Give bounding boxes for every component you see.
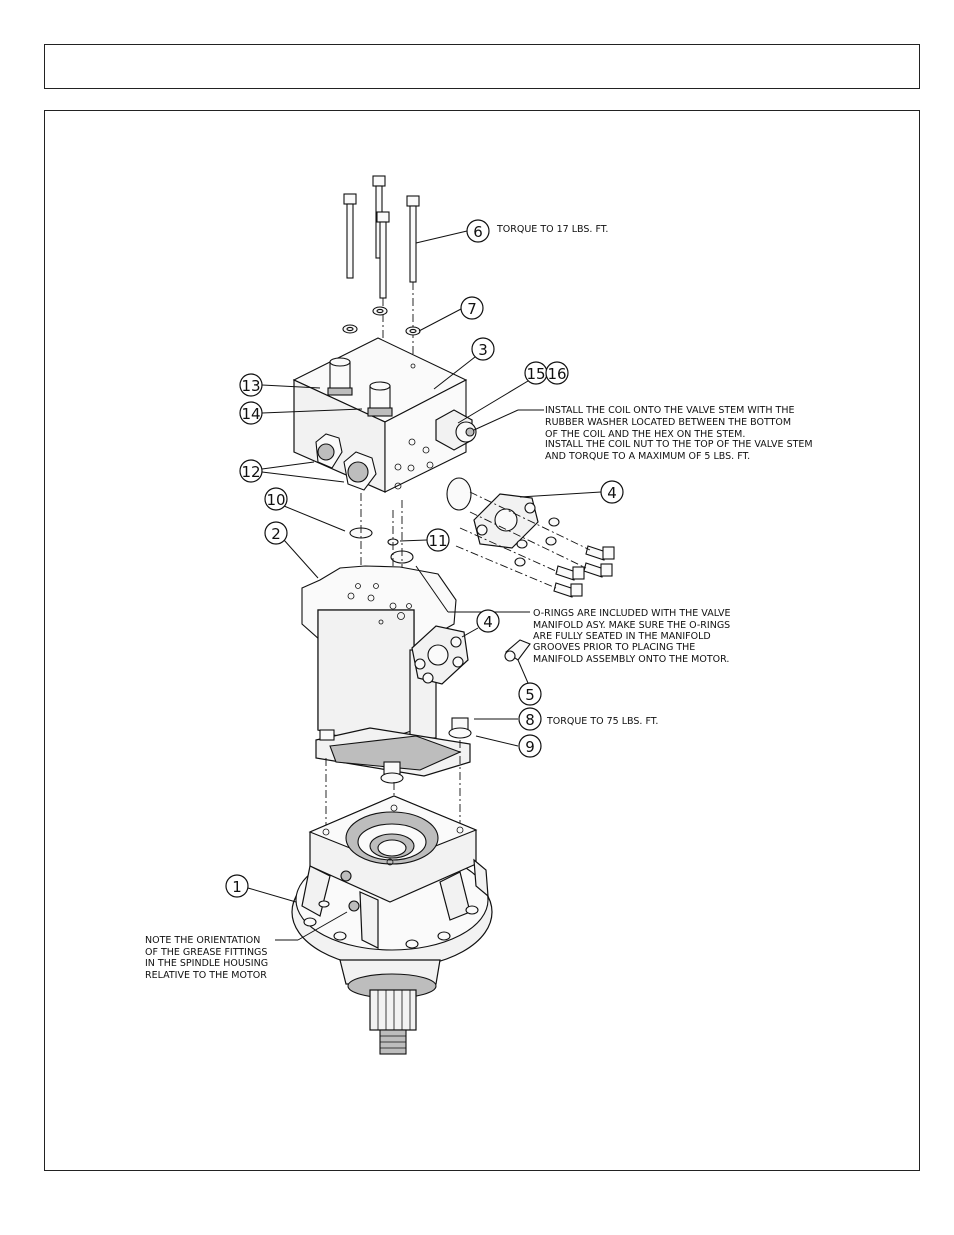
svg-text:O-RINGS ARE INCLUDED WITH THE: O-RINGS ARE INCLUDED WITH THE VALVE (533, 608, 730, 619)
svg-text:OF THE GREASE FITTINGS: OF THE GREASE FITTINGS (145, 947, 267, 958)
motor-2 (301, 565, 531, 830)
callout-11: 11 (426, 528, 450, 552)
callout-14: 14 (239, 401, 263, 425)
bolts-6 (343, 175, 420, 360)
callout-7: 7 (460, 296, 484, 320)
svg-text:2: 2 (271, 525, 281, 543)
flange-4-upper (455, 491, 615, 598)
svg-text:15: 15 (526, 365, 545, 383)
svg-text:11: 11 (428, 532, 447, 550)
callout-6: 6 (466, 219, 490, 243)
header-box (44, 44, 920, 89)
callout-12: 12 (239, 459, 263, 483)
diagram-frame (44, 110, 920, 1171)
svg-text:RELATIVE TO THE MOTOR: RELATIVE TO THE MOTOR (145, 970, 267, 981)
svg-text:TORQUE TO 75 LBS. FT.: TORQUE TO 75 LBS. FT. (546, 716, 658, 727)
svg-text:5: 5 (525, 686, 535, 704)
callout-8: 8 (518, 707, 542, 731)
svg-text:TORQUE TO 17 LBS. FT.: TORQUE TO 17 LBS. FT. (496, 224, 608, 235)
callout-3: 3 (471, 337, 495, 361)
svg-text:6: 6 (473, 223, 483, 241)
svg-text:AND TORQUE TO A MAXIMUM OF 5 L: AND TORQUE TO A MAXIMUM OF 5 LBS. FT. (545, 451, 750, 462)
o-ring (446, 477, 472, 511)
callout-15: 15 (524, 361, 548, 385)
callout-1: 1 (225, 874, 249, 898)
svg-text:MANIFOLD ASSEMBLY ONTO THE MOT: MANIFOLD ASSEMBLY ONTO THE MOTOR. (533, 654, 729, 665)
svg-text:1: 1 (232, 878, 242, 896)
callout-16: 16 (545, 361, 569, 385)
note-torque-bolts: TORQUE TO 17 LBS. FT. (496, 224, 608, 235)
callout-13: 13 (239, 373, 263, 397)
note-grease-fittings: NOTE THE ORIENTATION OF THE GREASE FITTI… (145, 935, 268, 981)
svg-text:ARE FULLY SEATED IN THE MANIFO: ARE FULLY SEATED IN THE MANIFOLD (533, 631, 711, 642)
svg-text:9: 9 (525, 738, 535, 756)
callout-10: 10 (264, 487, 288, 511)
svg-text:RUBBER WASHER LOCATED BETWEEN: RUBBER WASHER LOCATED BETWEEN THE BOTTOM (545, 417, 791, 428)
callout-5: 5 (518, 682, 542, 706)
svg-text:12: 12 (241, 463, 260, 481)
svg-text:8: 8 (525, 711, 535, 729)
note-orings: O-RINGS ARE INCLUDED WITH THE VALVE MANI… (533, 608, 730, 665)
callout-9: 9 (518, 734, 542, 758)
spindle-housing-1 (291, 795, 493, 1055)
svg-text:MANIFOLD ASY. MAKE SURE THE O-: MANIFOLD ASY. MAKE SURE THE O-RINGS (533, 620, 730, 631)
svg-text:OF THE COIL AND THE HEX ON THE: OF THE COIL AND THE HEX ON THE STEM. (545, 429, 745, 440)
bolt (343, 193, 357, 279)
svg-text:GROOVES PRIOR TO PLACING THE: GROOVES PRIOR TO PLACING THE (533, 642, 695, 653)
svg-text:IN THE SPINDLE HOUSING: IN THE SPINDLE HOUSING (145, 958, 268, 969)
valve-manifold-3 (292, 337, 477, 493)
flange-4-lower (411, 625, 469, 685)
svg-text:14: 14 (241, 405, 260, 423)
bolt (406, 195, 420, 283)
svg-text:10: 10 (266, 491, 285, 509)
svg-text:4: 4 (483, 613, 493, 631)
svg-text:16: 16 (547, 365, 566, 383)
callout-4-upper: 4 (600, 480, 624, 504)
leader-lines (247, 230, 602, 941)
svg-text:NOTE THE ORIENTATION: NOTE THE ORIENTATION (145, 935, 260, 946)
svg-text:13: 13 (241, 377, 260, 395)
note-torque-motor: TORQUE TO 75 LBS. FT. (546, 716, 658, 727)
callout-2: 2 (264, 521, 288, 545)
callout-4-lower: 4 (476, 609, 500, 633)
svg-text:7: 7 (467, 300, 477, 318)
svg-text:INSTALL THE COIL NUT TO THE TO: INSTALL THE COIL NUT TO THE TOP OF THE V… (545, 439, 813, 450)
svg-text:INSTALL THE COIL ONTO THE VALV: INSTALL THE COIL ONTO THE VALVE STEM WIT… (545, 405, 794, 416)
svg-text:4: 4 (607, 484, 617, 502)
svg-text:3: 3 (478, 341, 488, 359)
note-coil-install: INSTALL THE COIL ONTO THE VALVE STEM WIT… (545, 405, 813, 462)
